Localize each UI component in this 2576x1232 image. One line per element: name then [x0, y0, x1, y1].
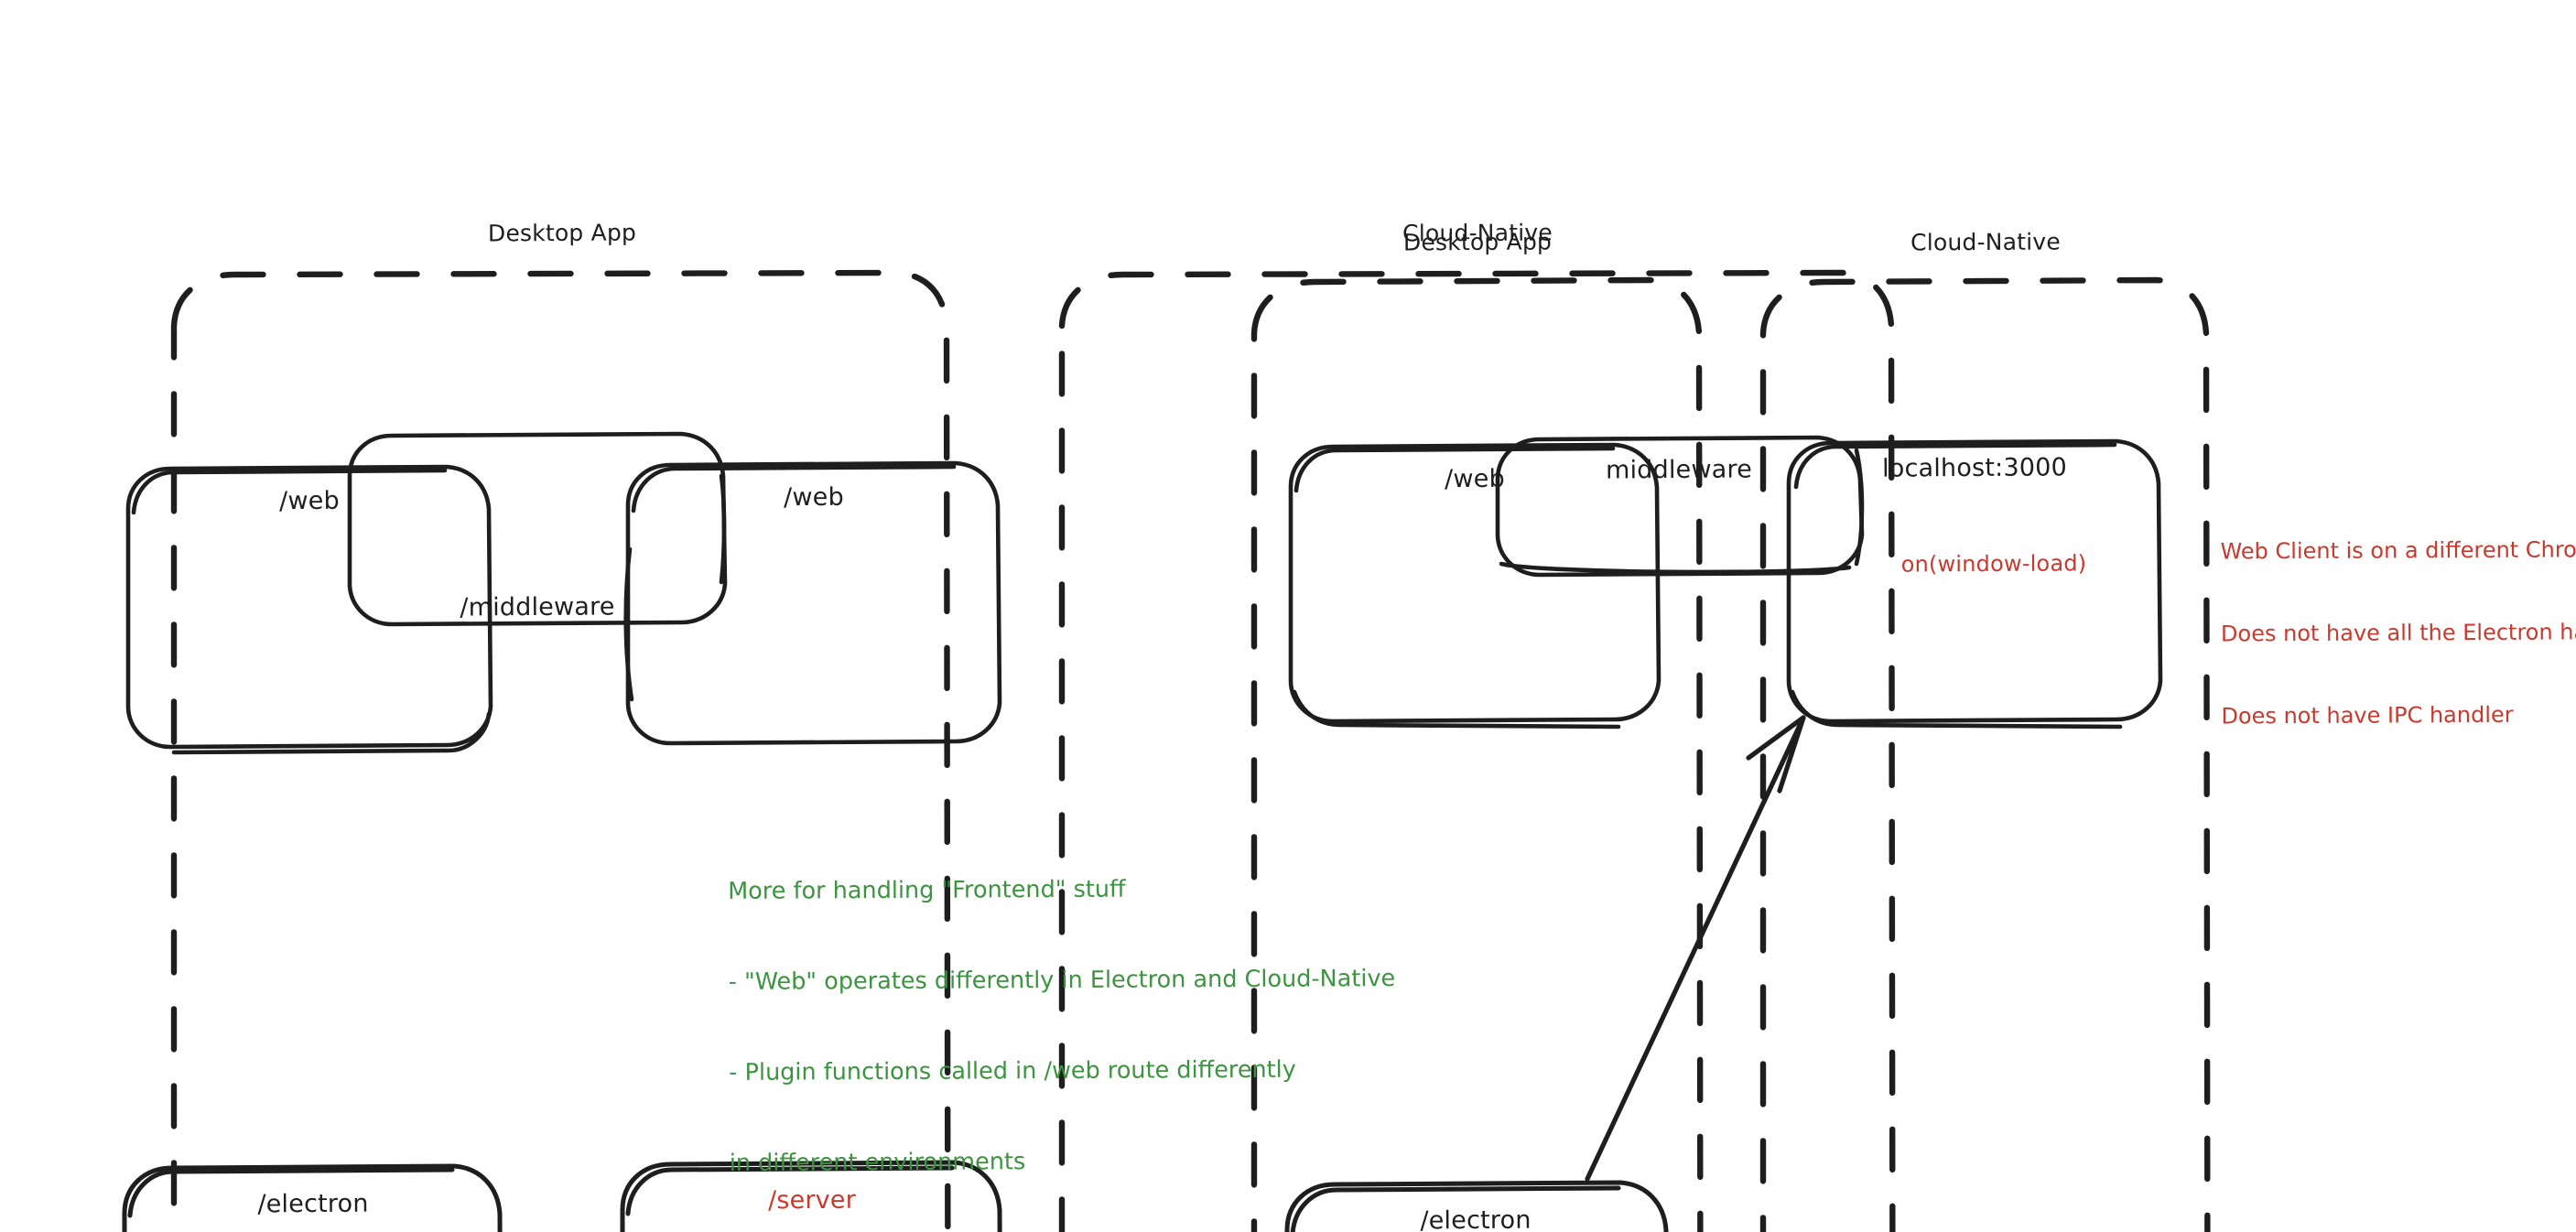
left-green-annotation-line-3: - Plugin functions called in /web route … — [729, 1055, 1296, 1086]
right-localhost-box — [1786, 438, 2163, 729]
right-localhost-sublabel: on(window-load) — [1900, 550, 2087, 578]
right-cloud-native-title: Cloud-Native — [1910, 228, 2061, 256]
right-red-annotation-line-3: Does not have IPC handler — [2221, 701, 2514, 729]
right-red-annotation-line-1: Web Client is on a different Chromium wi… — [2220, 536, 2576, 565]
right-cloud-native-frame — [1759, 276, 2211, 1232]
left-green-annotation-line-2: - "Web" operates differently in Electron… — [728, 965, 1396, 996]
left-middleware-label: /middleware — [460, 592, 615, 622]
left-desktop-app-title: Desktop App — [487, 219, 637, 247]
left-cloud-web-label: /web — [784, 482, 844, 513]
left-desktop-web-label: /web — [279, 486, 340, 516]
right-desktop-app-title: Desktop App — [1402, 228, 1553, 256]
right-red-annotation-line-2: Does not have all the Electron handlers — [2220, 618, 2576, 647]
left-green-annotation: More for handling "Frontend" stuff - "We… — [728, 813, 1397, 1232]
right-middleware-label: middleware — [1605, 455, 1753, 485]
right-electron-to-localhost-arrow — [1585, 715, 1806, 1182]
right-red-annotation: Web Client is on a different Chromium wi… — [2220, 481, 2576, 785]
right-desktop-electron-label: /electron — [1420, 1205, 1532, 1232]
left-green-annotation-line-1: More for handling "Frontend" stuff — [728, 875, 1126, 905]
left-green-annotation-line-4: in different environments — [729, 1148, 1026, 1177]
left-desktop-electron-label: /electron — [257, 1189, 369, 1219]
